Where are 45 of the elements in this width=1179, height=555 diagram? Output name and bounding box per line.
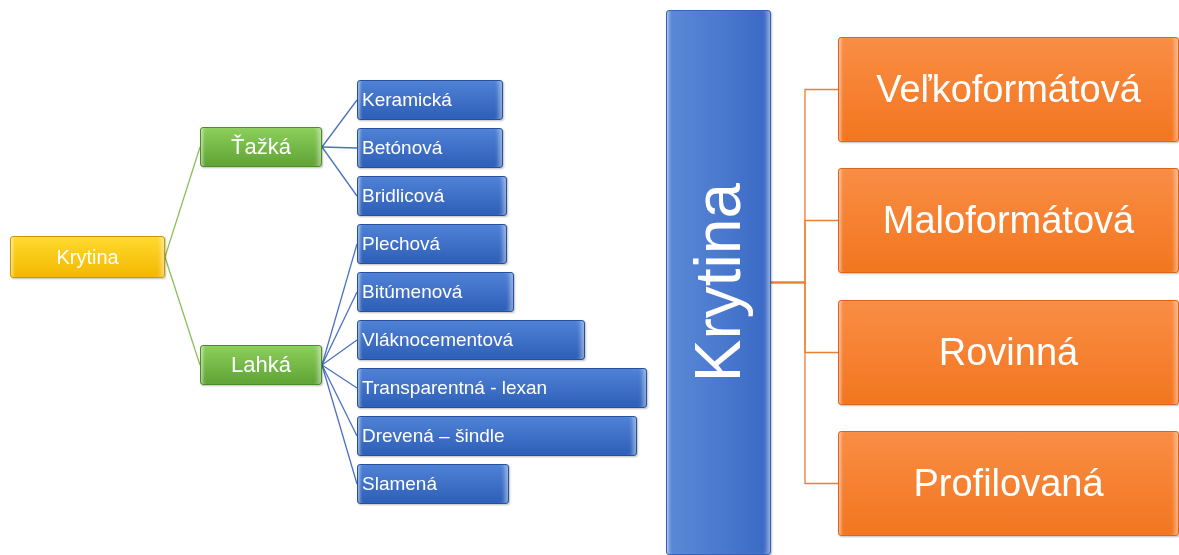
box-label: Bitúmenová bbox=[362, 281, 463, 303]
box-label: Maloformátová bbox=[882, 199, 1135, 242]
item-box bbox=[357, 320, 585, 360]
box-label: Veľkoformátová bbox=[876, 68, 1141, 111]
connector-line bbox=[770, 281, 839, 485]
box-label: Ťažká bbox=[231, 134, 291, 160]
box-label: Krytina bbox=[683, 182, 754, 383]
box-label: Rovinná bbox=[938, 331, 1079, 374]
connector-line bbox=[321, 291, 358, 366]
item-box bbox=[357, 80, 503, 120]
category-box bbox=[200, 127, 322, 167]
type-box bbox=[838, 431, 1179, 536]
item-box bbox=[357, 464, 509, 504]
box-label: Keramická bbox=[362, 89, 452, 111]
box-label: Transparentná - lexan bbox=[362, 377, 548, 399]
title-bar bbox=[666, 10, 771, 555]
box-label: Vláknocementová bbox=[362, 329, 514, 351]
connector-line bbox=[321, 99, 358, 148]
connector-line bbox=[321, 364, 358, 437]
item-box bbox=[357, 224, 507, 264]
connector-line bbox=[321, 146, 358, 149]
type-box bbox=[838, 168, 1179, 273]
box-label: Drevená – šindle bbox=[362, 425, 505, 447]
root-box bbox=[10, 236, 165, 278]
item-box bbox=[357, 272, 514, 312]
connector-line bbox=[321, 364, 358, 389]
item-box bbox=[357, 128, 503, 168]
type-box bbox=[838, 37, 1179, 142]
type-box bbox=[838, 300, 1179, 405]
item-box bbox=[357, 176, 507, 216]
connector-line bbox=[321, 364, 358, 485]
connector-line bbox=[321, 339, 358, 366]
item-box bbox=[357, 416, 637, 456]
box-label: Krytina bbox=[56, 246, 119, 268]
connector-line bbox=[321, 146, 358, 197]
box-label: Lahká bbox=[231, 352, 291, 378]
box-label: Slamená bbox=[362, 473, 437, 495]
box-label: Bridlicová bbox=[362, 185, 445, 207]
category-box bbox=[200, 345, 322, 385]
connector-line bbox=[164, 146, 201, 258]
connector-line bbox=[164, 256, 201, 366]
item-box bbox=[357, 368, 647, 408]
box-label: Plechová bbox=[362, 233, 441, 255]
box-label: Profilovaná bbox=[913, 462, 1104, 505]
box-label: Betónová bbox=[362, 137, 443, 159]
